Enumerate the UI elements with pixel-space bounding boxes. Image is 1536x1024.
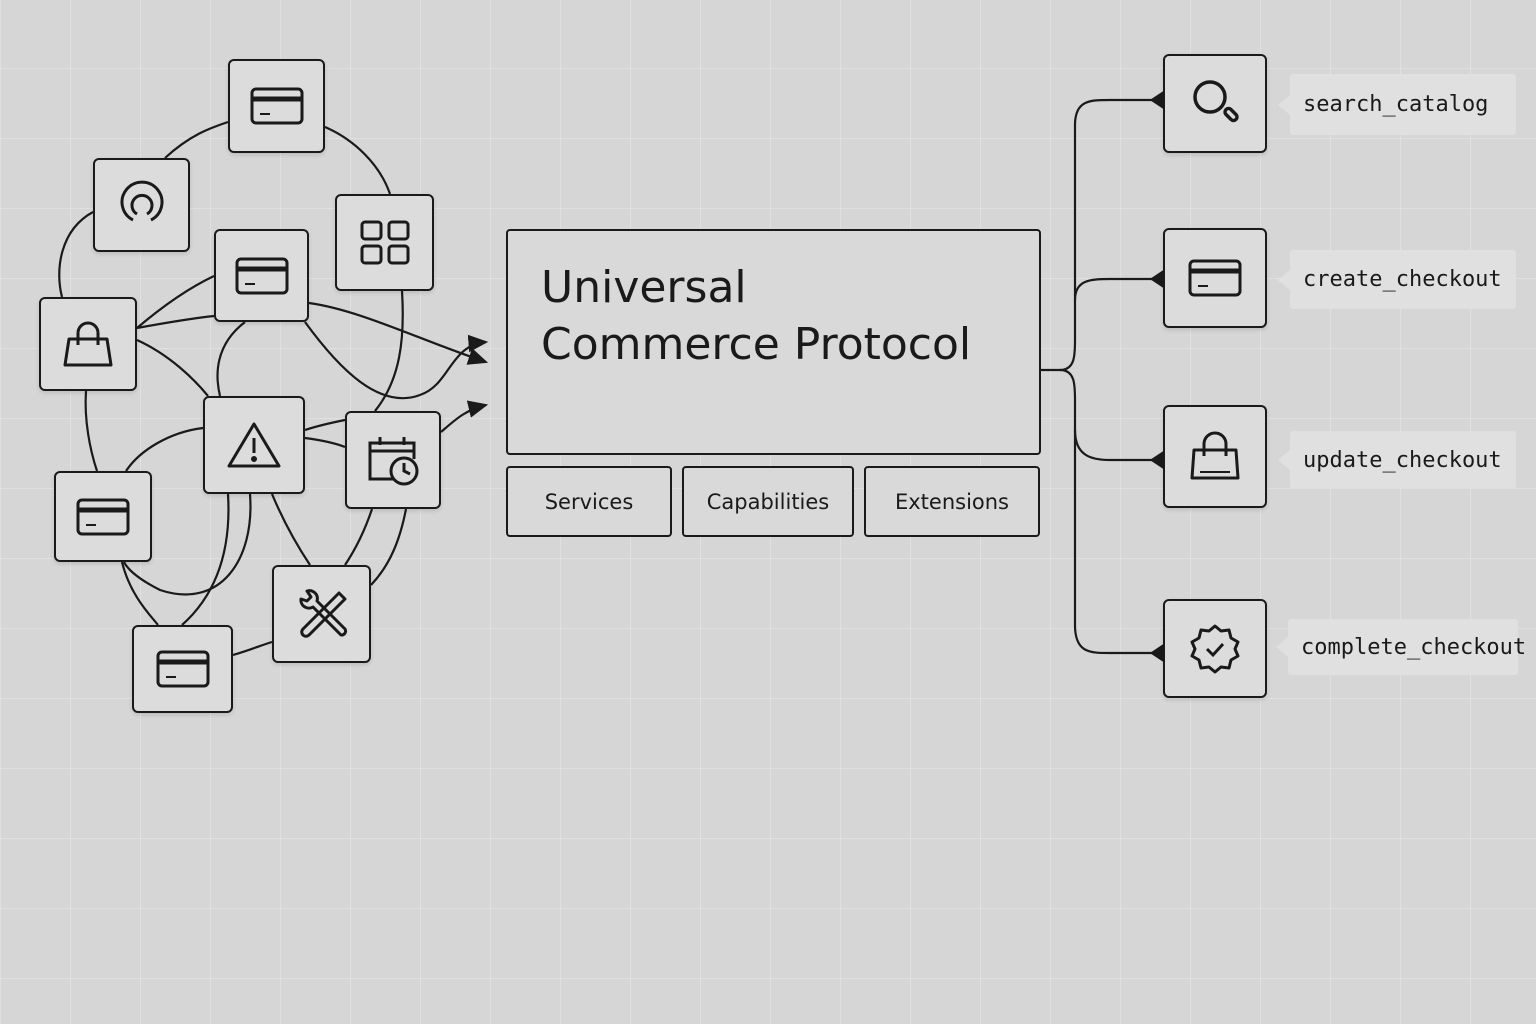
credit-card-icon <box>235 257 288 294</box>
component-extensions[interactable]: Extensions <box>864 466 1040 537</box>
shopping-bag-icon <box>63 321 113 367</box>
mesh-node-card-mid[interactable] <box>214 229 309 322</box>
tool-node-search[interactable] <box>1163 54 1267 153</box>
mesh-node-calendar[interactable] <box>345 411 441 509</box>
mesh-node-card-top[interactable] <box>228 59 325 153</box>
tool-node-complete-checkout[interactable] <box>1163 599 1267 698</box>
mesh-node-grid[interactable] <box>335 194 434 291</box>
protocol-title-line-1: Universal <box>541 262 747 313</box>
tool-label-create-checkout: create_checkout <box>1278 250 1516 309</box>
tool-label-search-catalog: search_catalog <box>1278 74 1516 135</box>
component-capabilities[interactable]: Capabilities <box>682 466 854 537</box>
verified-badge-icon <box>1190 624 1240 673</box>
tool-label-complete-checkout: complete_checkout <box>1276 619 1526 675</box>
tool-bus <box>1041 91 1163 662</box>
tool-node-update-checkout[interactable] <box>1163 405 1267 508</box>
credit-card-icon <box>76 498 130 535</box>
warning-icon <box>227 422 281 468</box>
protocol-title-line-2: Commerce Protocol <box>541 319 972 370</box>
mesh-node-card-bottom[interactable] <box>132 625 233 713</box>
tools-icon <box>298 589 347 638</box>
mesh-node-warning[interactable] <box>203 396 305 494</box>
tool-label-update-checkout: update_checkout <box>1278 431 1516 489</box>
tool-node-create-checkout[interactable] <box>1163 228 1267 328</box>
protocol-box: Universal Commerce Protocol <box>506 229 1041 455</box>
mesh-node-card-left[interactable] <box>54 471 152 562</box>
search-icon <box>1193 79 1239 122</box>
grid-icon <box>360 220 409 264</box>
credit-card-icon <box>250 87 303 125</box>
credit-card-icon <box>1188 259 1242 297</box>
mesh-node-tools[interactable] <box>272 565 371 663</box>
component-services[interactable]: Services <box>506 466 672 537</box>
mesh-node-spiral[interactable] <box>93 158 190 252</box>
calendar-clock-icon <box>368 437 419 486</box>
spiral-icon <box>120 180 163 222</box>
shopping-bag-icon <box>1190 431 1240 479</box>
credit-card-icon <box>156 650 209 688</box>
mesh-edges <box>58 120 489 657</box>
mesh-node-bag[interactable] <box>39 297 137 391</box>
